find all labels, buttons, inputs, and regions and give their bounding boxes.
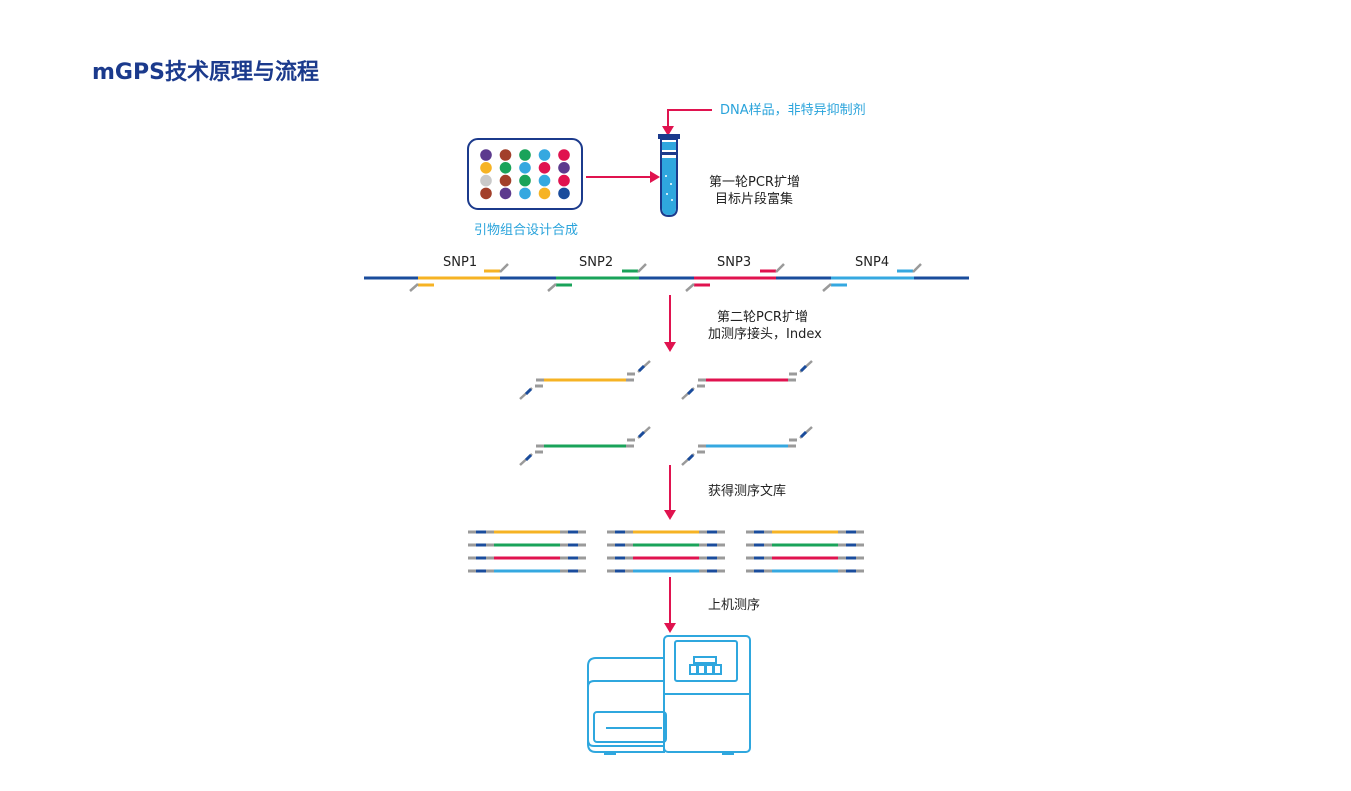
- snp-label-2: SNP2: [579, 255, 614, 270]
- plate-well: [538, 162, 551, 174]
- test-tube-icon: [658, 134, 680, 218]
- primer-tail: [912, 263, 922, 273]
- plate-well: [558, 149, 570, 161]
- plate-well: [499, 187, 512, 200]
- plate-well: [519, 187, 531, 200]
- amplicon: [519, 360, 651, 400]
- arrow-step3: [664, 465, 676, 520]
- plate-well: [480, 187, 492, 200]
- primer-tail: [822, 283, 832, 292]
- snp-label-4: SNP4: [855, 255, 890, 270]
- plate-well: [480, 162, 492, 174]
- arrow-step2: [664, 295, 676, 352]
- sample-input-arrow: [662, 109, 712, 136]
- primer-plate: [467, 138, 583, 210]
- plate-well: [558, 187, 570, 200]
- plate-well: [538, 187, 551, 200]
- plate-well: [538, 174, 551, 187]
- primer-tail: [775, 263, 785, 273]
- plate-well: [558, 162, 570, 174]
- page-title: mGPS技术原理与流程: [92, 60, 319, 85]
- primer-tail: [547, 283, 557, 292]
- step2-line2: 加测序接头，Index: [708, 327, 822, 342]
- step3-label: 获得测序文库: [708, 484, 787, 499]
- plate-well: [538, 149, 551, 161]
- step2-line1: 第二轮PCR扩增: [717, 310, 808, 325]
- plate-well: [480, 149, 492, 161]
- step1-line1: 第一轮PCR扩增: [709, 175, 800, 190]
- amplicon: [681, 426, 813, 466]
- plate-well: [499, 162, 512, 174]
- plate-well: [519, 162, 531, 174]
- primer-plate-wells: [480, 149, 570, 200]
- snp-label-1: SNP1: [443, 255, 478, 270]
- step2-label: 第二轮PCR扩增 加测序接头，Index: [708, 309, 822, 343]
- plate-well: [499, 174, 512, 187]
- amplicon: [519, 426, 651, 466]
- primer-tail: [499, 263, 509, 273]
- plate-well: [480, 174, 492, 187]
- plate-to-tube-arrow: [586, 171, 660, 183]
- amplicon: [681, 360, 813, 400]
- snp-primers: [409, 263, 922, 292]
- sequencer-icon: [587, 635, 751, 755]
- primer-tail: [685, 283, 695, 292]
- amplicons: [519, 360, 813, 466]
- plate-well: [519, 149, 531, 161]
- sample-label: DNA样品，非特异抑制剂: [720, 103, 866, 118]
- primer-tail: [637, 263, 647, 273]
- step1-line2: 目标片段富集: [715, 192, 794, 207]
- snp-label-3: SNP3: [717, 255, 752, 270]
- sequencing-library: [468, 530, 864, 573]
- plate-well: [558, 174, 570, 187]
- primer-tail: [409, 283, 419, 292]
- plate-well: [519, 174, 531, 187]
- step1-label: 第一轮PCR扩增 目标片段富集: [709, 174, 800, 208]
- plate-well: [499, 149, 512, 161]
- primer-label: 引物组合设计合成: [474, 223, 579, 238]
- genomic-dna-strand: [364, 263, 969, 292]
- arrow-step4: [664, 577, 676, 633]
- step4-label: 上机测序: [708, 598, 761, 613]
